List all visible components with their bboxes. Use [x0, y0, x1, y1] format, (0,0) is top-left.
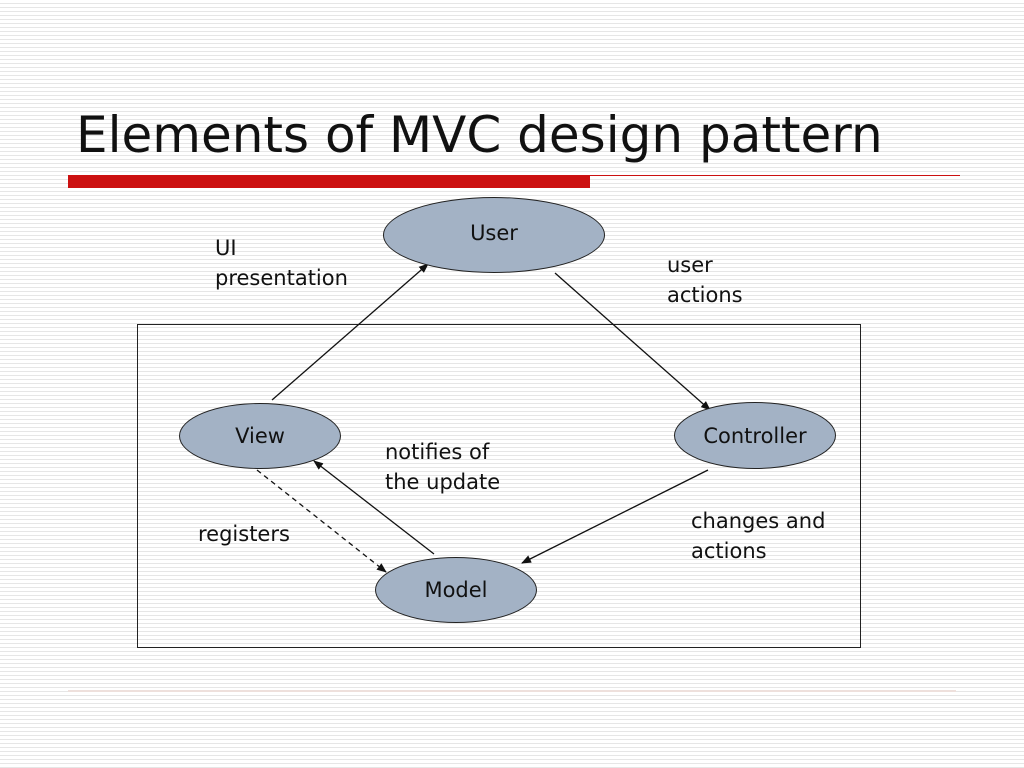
edge-label-changes-and-actions: changes and actions: [691, 509, 826, 563]
footer-divider: [68, 690, 956, 692]
model-node: Model: [375, 557, 537, 623]
edge-label-user-actions: user actions: [667, 253, 743, 307]
view-node-label: View: [235, 424, 285, 448]
title-underline-line: [590, 175, 960, 176]
edge-label-notifies-update: notifies of the update: [385, 440, 501, 494]
user-node: User: [383, 197, 605, 273]
controller-node-label: Controller: [703, 423, 807, 448]
slide-title: Elements of MVC design pattern: [76, 106, 883, 164]
model-node-label: Model: [424, 578, 488, 602]
arrow-view-to-model-dashed: [256, 469, 387, 573]
arrow-user-to-controller: [554, 272, 711, 411]
arrow-controller-to-model: [521, 469, 709, 564]
system-boundary-box: [137, 324, 861, 648]
view-node: View: [179, 403, 341, 469]
controller-node: Controller: [674, 402, 836, 469]
arrow-view-to-user: [271, 263, 429, 401]
title-underline-bar: [68, 175, 590, 188]
edge-label-ui-presentation: UI presentation: [215, 236, 348, 290]
edge-label-registers: registers: [198, 522, 290, 546]
user-node-label: User: [470, 221, 518, 245]
arrow-model-to-view: [313, 460, 435, 555]
